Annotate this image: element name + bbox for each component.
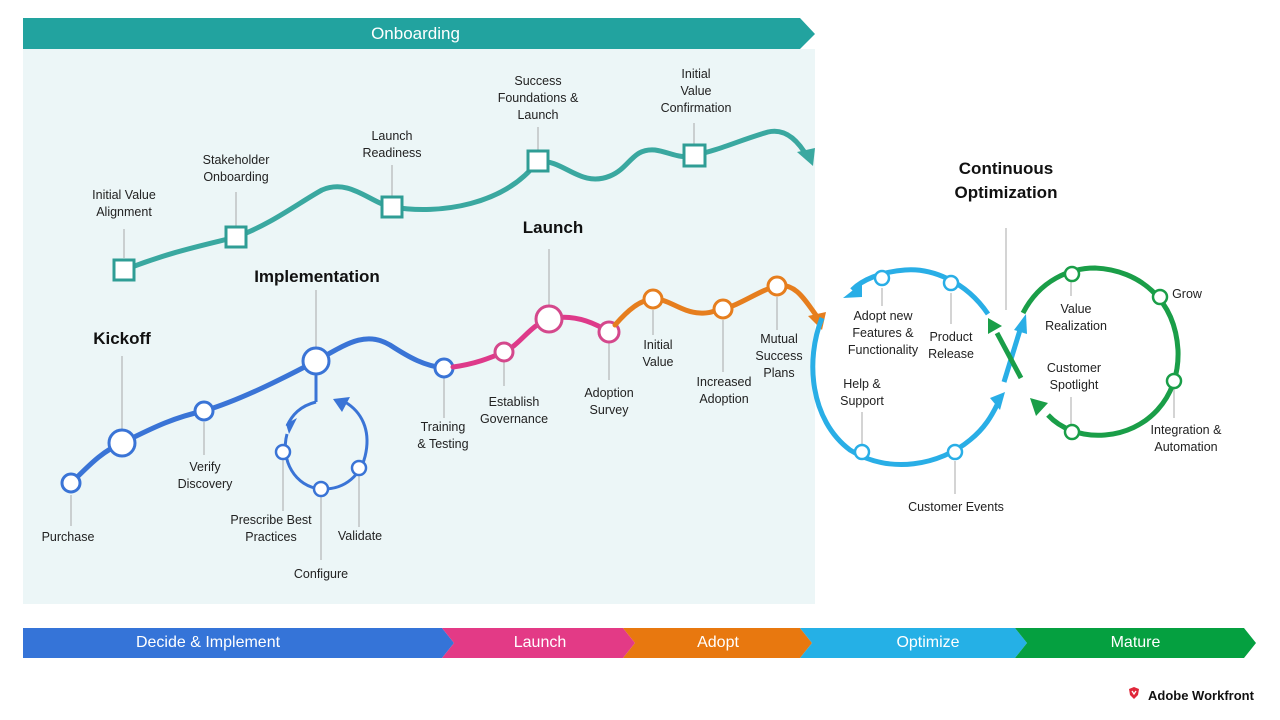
phase-mature xyxy=(1015,628,1256,658)
label-verify-discovery: Verify Discovery xyxy=(177,460,233,491)
label-launch-readiness: Launch Readiness xyxy=(362,129,422,160)
loop-arrowhead-down xyxy=(286,418,297,434)
label-prescribe-best-practices: Prescribe Best Practices xyxy=(230,513,312,544)
milestone-initial-value xyxy=(642,288,664,310)
milestone-configure xyxy=(312,480,330,498)
heading-implementation: Implementation xyxy=(254,267,380,286)
label-help-support: Help & Support xyxy=(840,377,884,408)
label-initial-value: Initial Value xyxy=(642,338,674,369)
onboarding-track xyxy=(112,123,815,282)
optimize-cross-arrowhead xyxy=(1014,314,1027,334)
label-adoption-survey: Adoption Survey xyxy=(584,386,634,417)
milestone-stakeholder-onboarding xyxy=(224,225,248,249)
brand-name: Adobe Workfront xyxy=(1148,687,1254,703)
milestone-purchase xyxy=(60,472,82,494)
phase-label-mature: Mature xyxy=(1110,634,1161,651)
onboarding-band-label: Onboarding xyxy=(371,24,460,43)
onboarding-panel xyxy=(23,49,815,604)
milestone-customer-spotlight xyxy=(1063,423,1081,441)
label-increased-adoption: Increased Adoption xyxy=(696,375,752,406)
phase-optimize xyxy=(800,628,1027,658)
label-customer-events: Customer Events xyxy=(908,500,1004,514)
milestone-increased-adoption xyxy=(712,298,734,320)
phase-label-adopt: Adopt xyxy=(697,634,739,651)
label-establish-governance: Establish Governance xyxy=(479,395,549,426)
label-configure: Configure xyxy=(293,567,349,581)
milestone-verify-discovery xyxy=(193,400,215,422)
milestone-implementation xyxy=(301,346,331,376)
milestone-product-release xyxy=(942,274,960,292)
milestone-integration-automation xyxy=(1165,372,1183,390)
milestone-validate xyxy=(350,459,368,477)
label-initial-value-alignment: Initial Value Alignment xyxy=(92,188,156,219)
onboarding-band xyxy=(23,18,815,49)
heading-launch: Launch xyxy=(522,218,584,237)
label-customer-spotlight: Customer Spotlight xyxy=(1046,361,1102,392)
phase-label-launch: Launch xyxy=(513,634,567,651)
milestone-establish-governance xyxy=(493,341,515,363)
milestone-launch-readiness xyxy=(380,195,404,219)
label-integration-automation: Integration & Automation xyxy=(1150,423,1222,454)
launch-track xyxy=(450,249,621,386)
phase-adopt xyxy=(623,628,812,658)
milestone-initial-value-alignment xyxy=(112,258,136,282)
label-training-testing: Training & Testing xyxy=(417,420,469,451)
mature-cross-arrowhead xyxy=(988,318,1002,334)
phase-label-optimize: Optimize xyxy=(896,634,960,651)
milestone-grow xyxy=(1151,288,1169,306)
label-mutual-success-plans: Mutual Success Plans xyxy=(755,332,803,380)
milestone-launch xyxy=(534,304,564,334)
label-success-foundations: Success Foundations & Launch xyxy=(497,74,579,122)
mature-arrowhead xyxy=(1030,398,1048,416)
loop-arrowhead-up xyxy=(333,397,350,412)
heading-kickoff: Kickoff xyxy=(93,329,151,348)
workfront-logo-icon xyxy=(1128,686,1140,704)
label-validate: Validate xyxy=(337,529,383,543)
label-value-realization: Value Realization xyxy=(1045,302,1107,333)
label-initial-value-confirmation: Initial Value Confirmation xyxy=(660,67,732,115)
milestone-help-support xyxy=(853,443,871,461)
heading-continuous-optimization: Continuous Optimization xyxy=(954,159,1058,202)
optimize-arrowhead-left xyxy=(843,283,862,298)
implementation-track xyxy=(60,290,455,560)
milestone-mutual-success-plans xyxy=(766,275,788,297)
label-adopt-new-features: Adopt new Features & Functionality xyxy=(847,309,919,357)
adopt-track xyxy=(612,275,826,372)
milestone-value-realization xyxy=(1063,265,1081,283)
phase-decide-implement xyxy=(23,628,454,658)
milestone-initial-value-confirmation xyxy=(682,143,707,168)
milestone-training-testing xyxy=(433,357,455,379)
label-product-release: Product Release xyxy=(928,330,974,361)
label-grow: Grow xyxy=(1172,287,1202,301)
milestone-prescribe-best-practices xyxy=(274,443,292,461)
onboarding-arrowhead xyxy=(797,148,815,166)
milestone-kickoff xyxy=(107,428,137,458)
optimize-arrowhead-up xyxy=(990,392,1005,410)
milestone-adopt-new-features xyxy=(873,269,891,287)
label-purchase: Purchase xyxy=(41,530,95,544)
phase-launch xyxy=(442,628,635,658)
mature-loop xyxy=(988,265,1183,441)
brand: Adobe Workfront xyxy=(1128,686,1254,704)
milestone-customer-events xyxy=(946,443,964,461)
phase-bar xyxy=(23,628,1256,658)
label-stakeholder-onboarding: Stakeholder Onboarding xyxy=(202,153,270,184)
milestone-success-foundations xyxy=(526,149,550,173)
phase-label-decide-implement: Decide & Implement xyxy=(135,634,281,651)
